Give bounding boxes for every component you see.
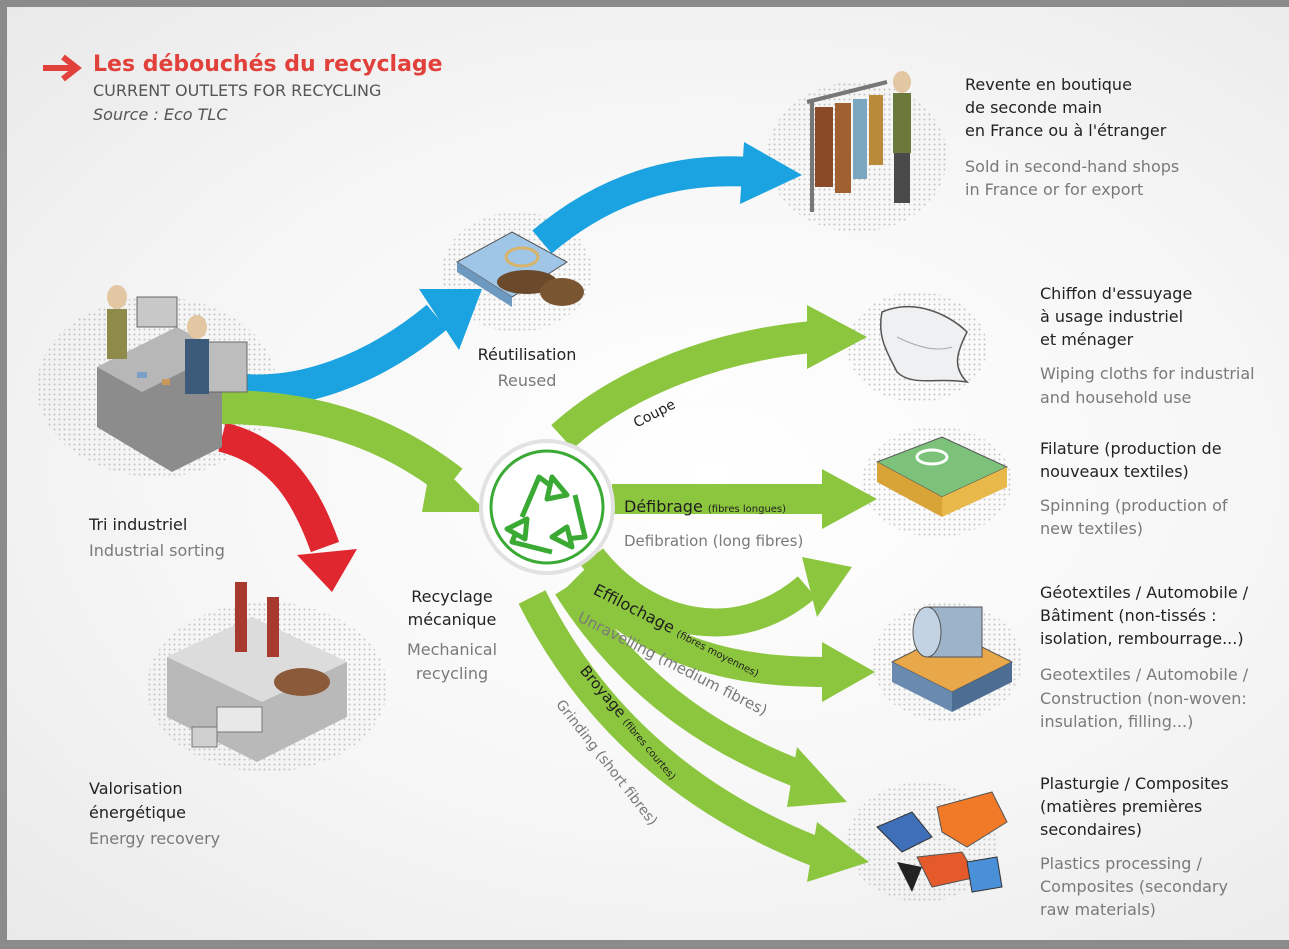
geotextiles-fr-3: isolation, rembourrage...) <box>1040 629 1244 648</box>
wiping-fr-1: Chiffon d'essuyage <box>1040 284 1193 303</box>
reuse-label-fr: Réutilisation <box>477 345 577 364</box>
mechanical-label-fr-1: Recyclage <box>411 587 493 606</box>
sorting-label-fr: Tri industriel <box>89 515 188 534</box>
arrowhead-reuse <box>419 289 482 350</box>
nonwoven-roll-illustration <box>890 606 1014 712</box>
plastic-pieces-illustration <box>876 791 1008 893</box>
title-arrow-icon <box>39 53 83 87</box>
arrowhead-plastics-upper <box>787 747 847 807</box>
defibration-label-en: Defibration (long fibres) <box>624 532 804 550</box>
spinning-en-2: new textiles) <box>1040 519 1144 538</box>
plastics-fr-1: Plasturgie / Composites <box>1040 774 1229 793</box>
defibration-note-fr: (fibres longues) <box>707 504 787 515</box>
secondhand-en-1: Sold in second-hand shops <box>965 157 1180 176</box>
sorting-label-en: Industrial sorting <box>89 541 225 560</box>
energy-label-en: Energy recovery <box>89 829 221 848</box>
arrowhead-spinning <box>822 469 877 529</box>
geotextiles-en-1: Geotextiles / Automobile / <box>1040 665 1249 684</box>
factory-illustration <box>167 582 347 762</box>
infographic-panel: Les débouchés du recyclage CURRENT OUTLE… <box>7 7 1289 940</box>
wiping-fr-2: à usage industriel <box>1040 307 1184 326</box>
wiping-en-1: Wiping cloths for industrial <box>1040 364 1255 383</box>
arrowhead-mechanical <box>422 457 487 512</box>
plastics-en-2: Composites (secondary <box>1040 877 1228 896</box>
geotextiles-fr-2: Bâtiment (non-tissés : <box>1040 606 1217 625</box>
wiping-en-2: and household use <box>1040 388 1192 407</box>
plastics-fr-2: (matières premières <box>1040 797 1203 816</box>
geotextiles-en-2: Construction (non-woven: <box>1040 689 1247 708</box>
defibration-label-fr: Défibrage <box>624 497 703 516</box>
energy-label-fr-1: Valorisation <box>89 779 183 798</box>
plastics-en-1: Plastics processing / <box>1040 854 1202 873</box>
arrowhead-wiping <box>807 305 867 369</box>
arrowhead-secondhand <box>740 142 802 204</box>
plastics-en-3: raw materials) <box>1040 900 1156 919</box>
arrowhead-energy <box>297 549 357 592</box>
mechanical-label-en-1: Mechanical <box>406 640 498 659</box>
recycle-logo <box>479 439 615 575</box>
secondhand-fr-3: en France ou à l'étranger <box>965 121 1167 140</box>
mechanical-label-fr-2: mécanique <box>407 610 497 629</box>
spinning-fr-1: Filature (production de <box>1040 439 1222 458</box>
geotextiles-fr-1: Géotextiles / Automobile / <box>1040 583 1249 602</box>
wiping-fr-3: et ménager <box>1040 330 1134 349</box>
mechanical-label-en-2: recycling <box>415 664 489 683</box>
spinning-fr-2: nouveaux textiles) <box>1040 462 1189 481</box>
geotextiles-en-3: insulation, filling...) <box>1040 712 1194 731</box>
arrowhead-plastics <box>807 822 869 882</box>
clothes-rack-illustration <box>806 71 911 212</box>
reuse-arrows <box>218 142 802 407</box>
flow-diagram <box>37 71 1022 902</box>
secondhand-en-2: in France or for export <box>965 180 1144 199</box>
recycle-arrows-icon <box>504 474 588 555</box>
energy-arrow <box>217 422 357 592</box>
reuse-label-en: Reused <box>497 371 557 390</box>
energy-label-fr-2: énergétique <box>89 803 186 822</box>
process-defibration: Défibrage (fibres longues) <box>624 497 786 516</box>
plastics-fr-3: secondaires) <box>1040 820 1142 839</box>
arrowhead-geotextiles-upper <box>802 557 852 617</box>
folded-clothes-illustration <box>456 231 584 307</box>
secondhand-fr-1: Revente en boutique <box>965 75 1132 94</box>
folded-textiles-illustration <box>875 436 1009 517</box>
wiping-cloth-illustration <box>879 306 970 384</box>
title-english: CURRENT OUTLETS FOR RECYCLING <box>93 81 382 100</box>
spinning-en-1: Spinning (production of <box>1040 496 1228 515</box>
source-note: Source : Eco TLC <box>93 105 228 124</box>
arrowhead-geotextiles <box>822 642 875 702</box>
title-french: Les débouchés du recyclage <box>93 52 443 77</box>
recycling-arrows <box>221 305 877 882</box>
sorting-station-illustration <box>97 285 248 472</box>
secondhand-fr-2: de seconde main <box>965 98 1103 117</box>
